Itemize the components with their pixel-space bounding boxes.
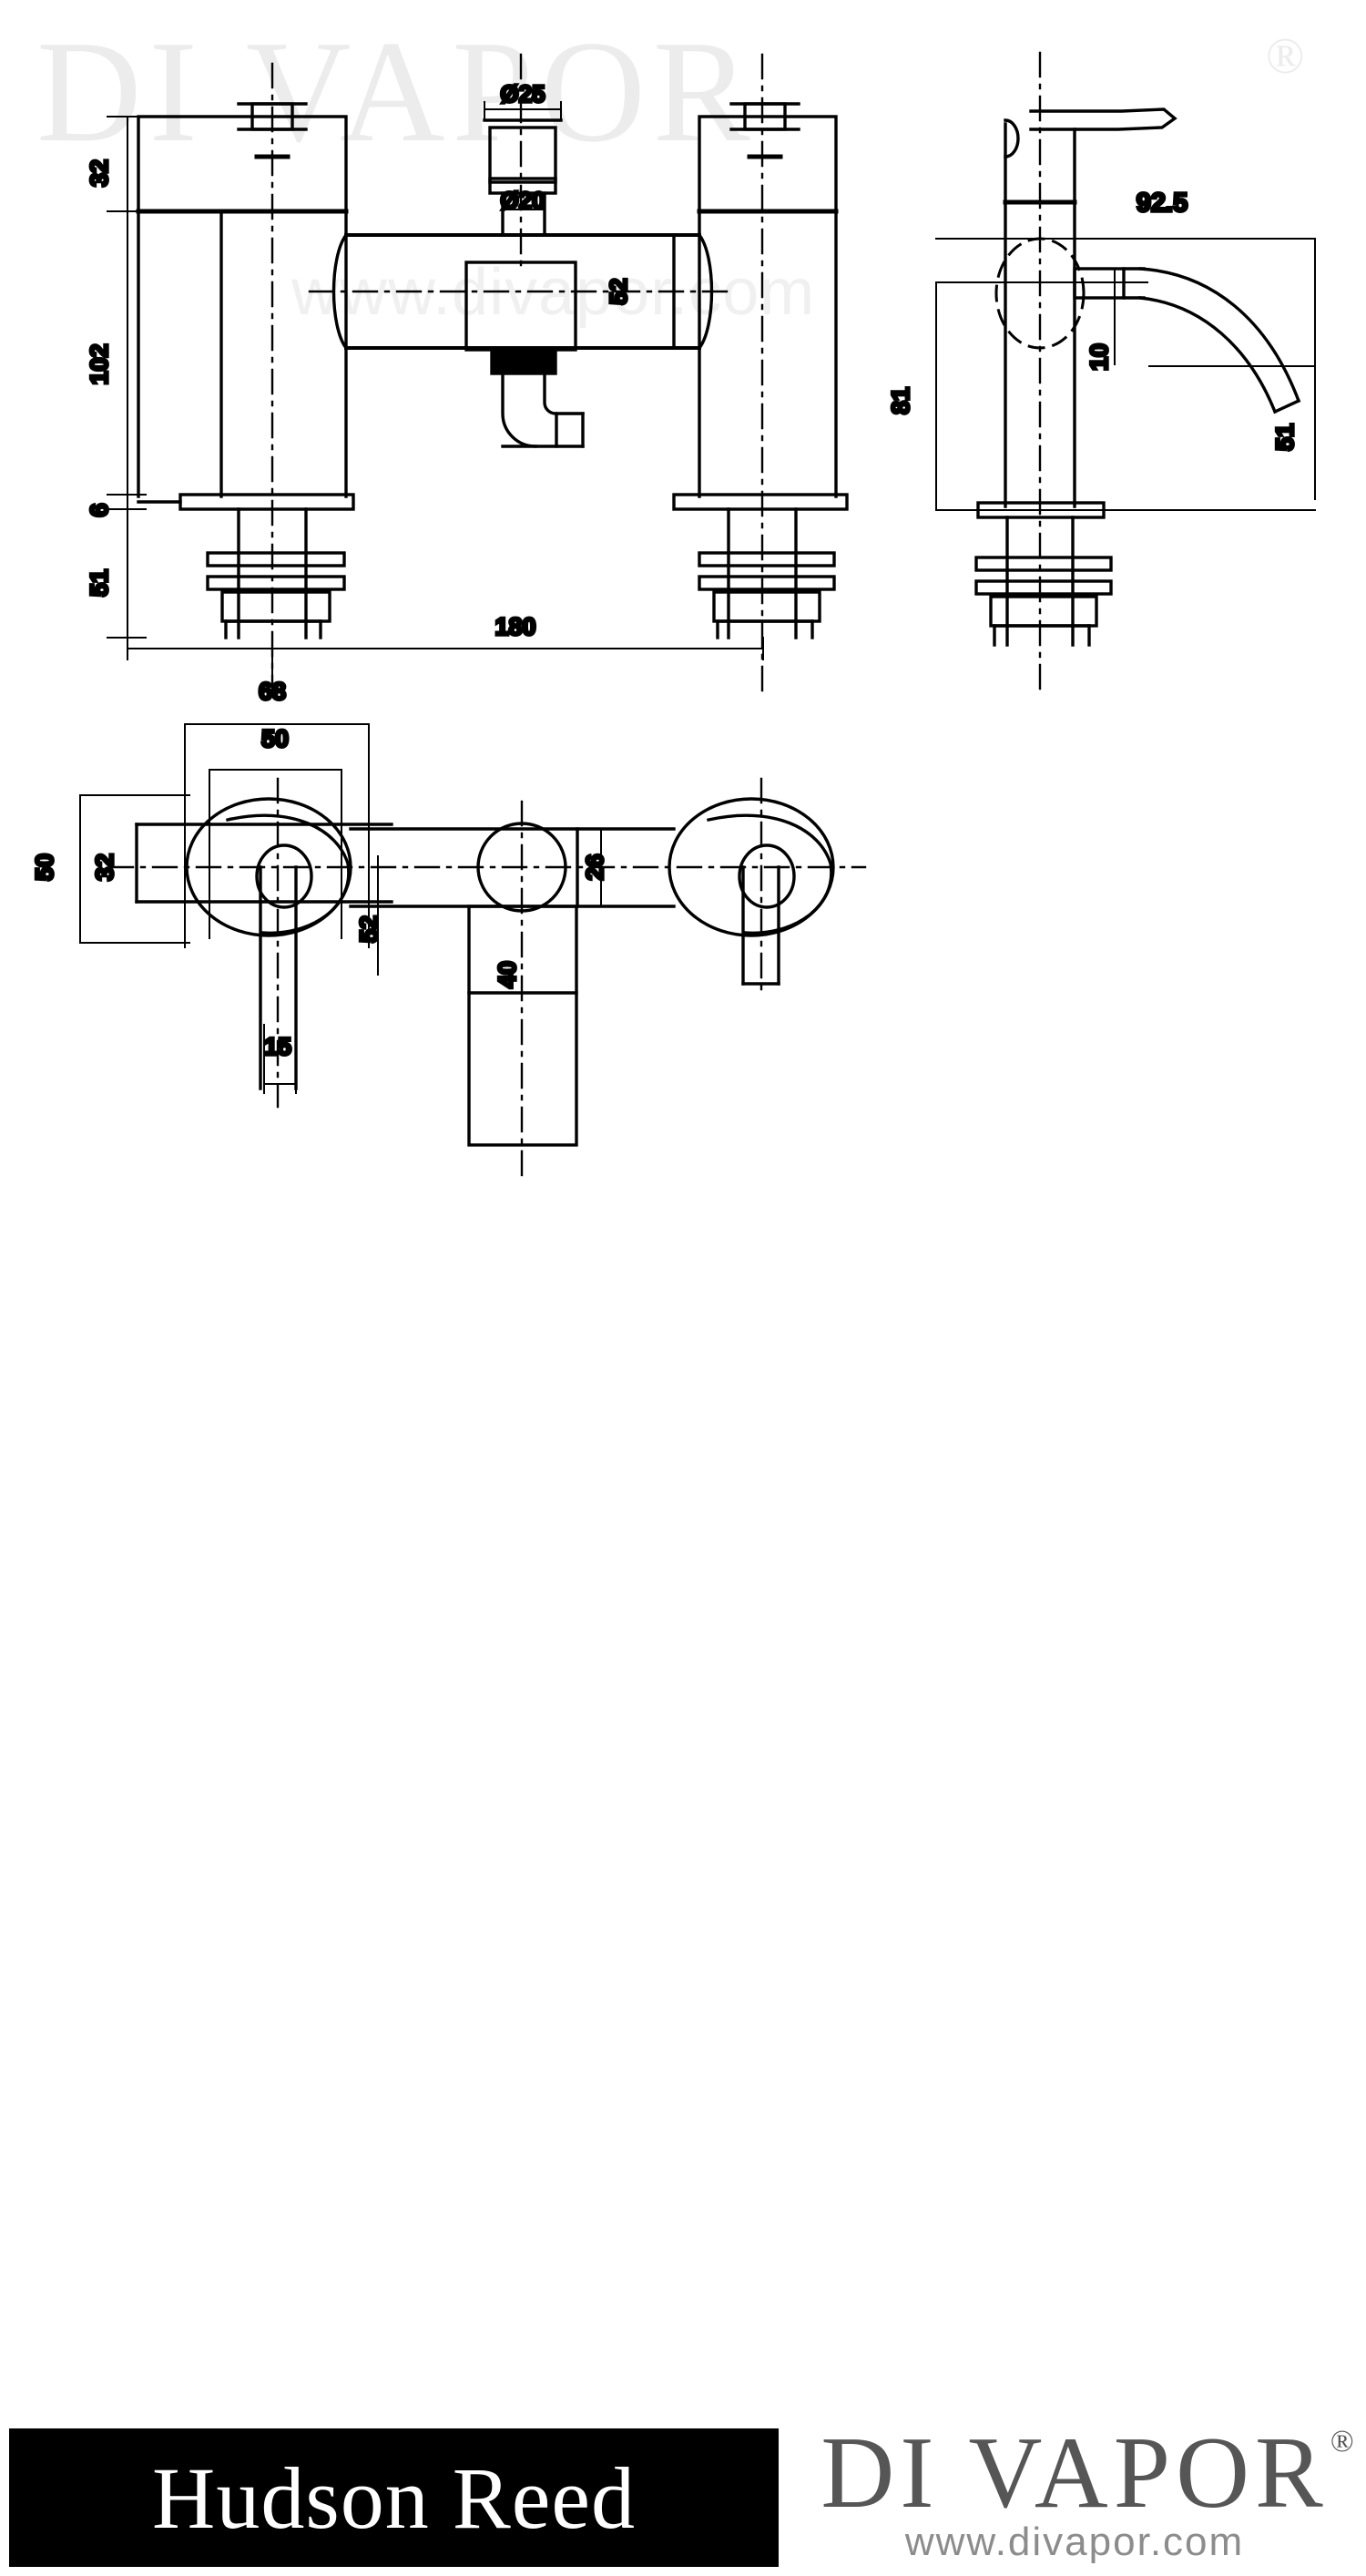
dim-51-front: 51 — [86, 569, 113, 597]
retailer-logo-label: DI VAPOR — [821, 2417, 1329, 2530]
dim-50-plan-depth: 50 — [31, 854, 58, 881]
footer-bar: Hudson Reed DI VAPOR ® www.divapor.com — [0, 1210, 1366, 2567]
plan-right-stem — [741, 865, 780, 986]
dim-32-front: 32 — [86, 159, 113, 187]
dim-81-side: 81 — [887, 387, 914, 414]
retailer-logo-text: DI VAPOR ® — [821, 2421, 1353, 2525]
dim-68-front: 68 — [259, 678, 286, 705]
dim-26-plan: 26 — [581, 854, 608, 881]
dim-40-plan: 40 — [494, 961, 521, 988]
dim-dia25-front: Ø25 — [500, 80, 545, 107]
dimension-drawing: 32 102 6 51 180 68 Ø25 Ø20 52 — [29, 51, 1316, 1177]
front-dimension-lines — [107, 101, 764, 682]
dim-10-side: 10 — [1086, 343, 1113, 371]
plan-dimension-lines — [79, 723, 602, 1094]
side-fixing-assembly — [974, 516, 1113, 647]
dim-6-front: 6 — [86, 503, 113, 516]
plan-left-lever — [135, 823, 393, 904]
right-fixing-assembly — [698, 507, 836, 639]
left-fixing-assembly — [206, 507, 346, 639]
centre-hub — [464, 261, 577, 375]
registered-trademark-icon: ® — [1330, 2425, 1360, 2458]
dim-52-plan: 52 — [355, 915, 382, 943]
dim-15-plan: 15 — [264, 1033, 291, 1060]
dim-dia20-front: Ø20 — [500, 187, 545, 214]
plan-centrelines — [107, 777, 867, 1177]
dim-92-5-side: 92.5 — [1137, 189, 1188, 218]
drawing-sheet: DI VAPOR ® www.divapor.com — [0, 10, 1366, 2567]
dim-52-front: 52 — [605, 279, 632, 305]
left-pillar-body — [136, 209, 349, 498]
drop-elbow — [501, 372, 585, 448]
dim-102-front: 102 — [86, 343, 113, 384]
left-pillar-flange — [137, 493, 355, 511]
dim-51-side: 51 — [1271, 424, 1299, 451]
dim-50-plan-width: 50 — [261, 725, 289, 752]
curved-spout — [1138, 267, 1301, 414]
dim-32-plan: 32 — [91, 854, 118, 881]
right-pillar-flange — [672, 493, 849, 511]
dim-180-front: 180 — [494, 613, 535, 640]
retailer-logo: DI VAPOR ® www.divapor.com — [788, 2421, 1361, 2576]
manufacturer-logo-text: Hudson Reed — [152, 2448, 636, 2547]
lever-handle — [1004, 107, 1177, 158]
spout-outlet-stack — [483, 118, 563, 237]
crossbody-centreline — [308, 53, 730, 293]
right-pillar-head — [698, 102, 838, 213]
crossbody — [331, 232, 714, 351]
side-dimension-lines — [935, 238, 1316, 511]
left-pillar-head — [137, 102, 348, 213]
right-pillar-body — [697, 209, 839, 498]
watermark-registered-icon: ® — [1266, 28, 1305, 85]
